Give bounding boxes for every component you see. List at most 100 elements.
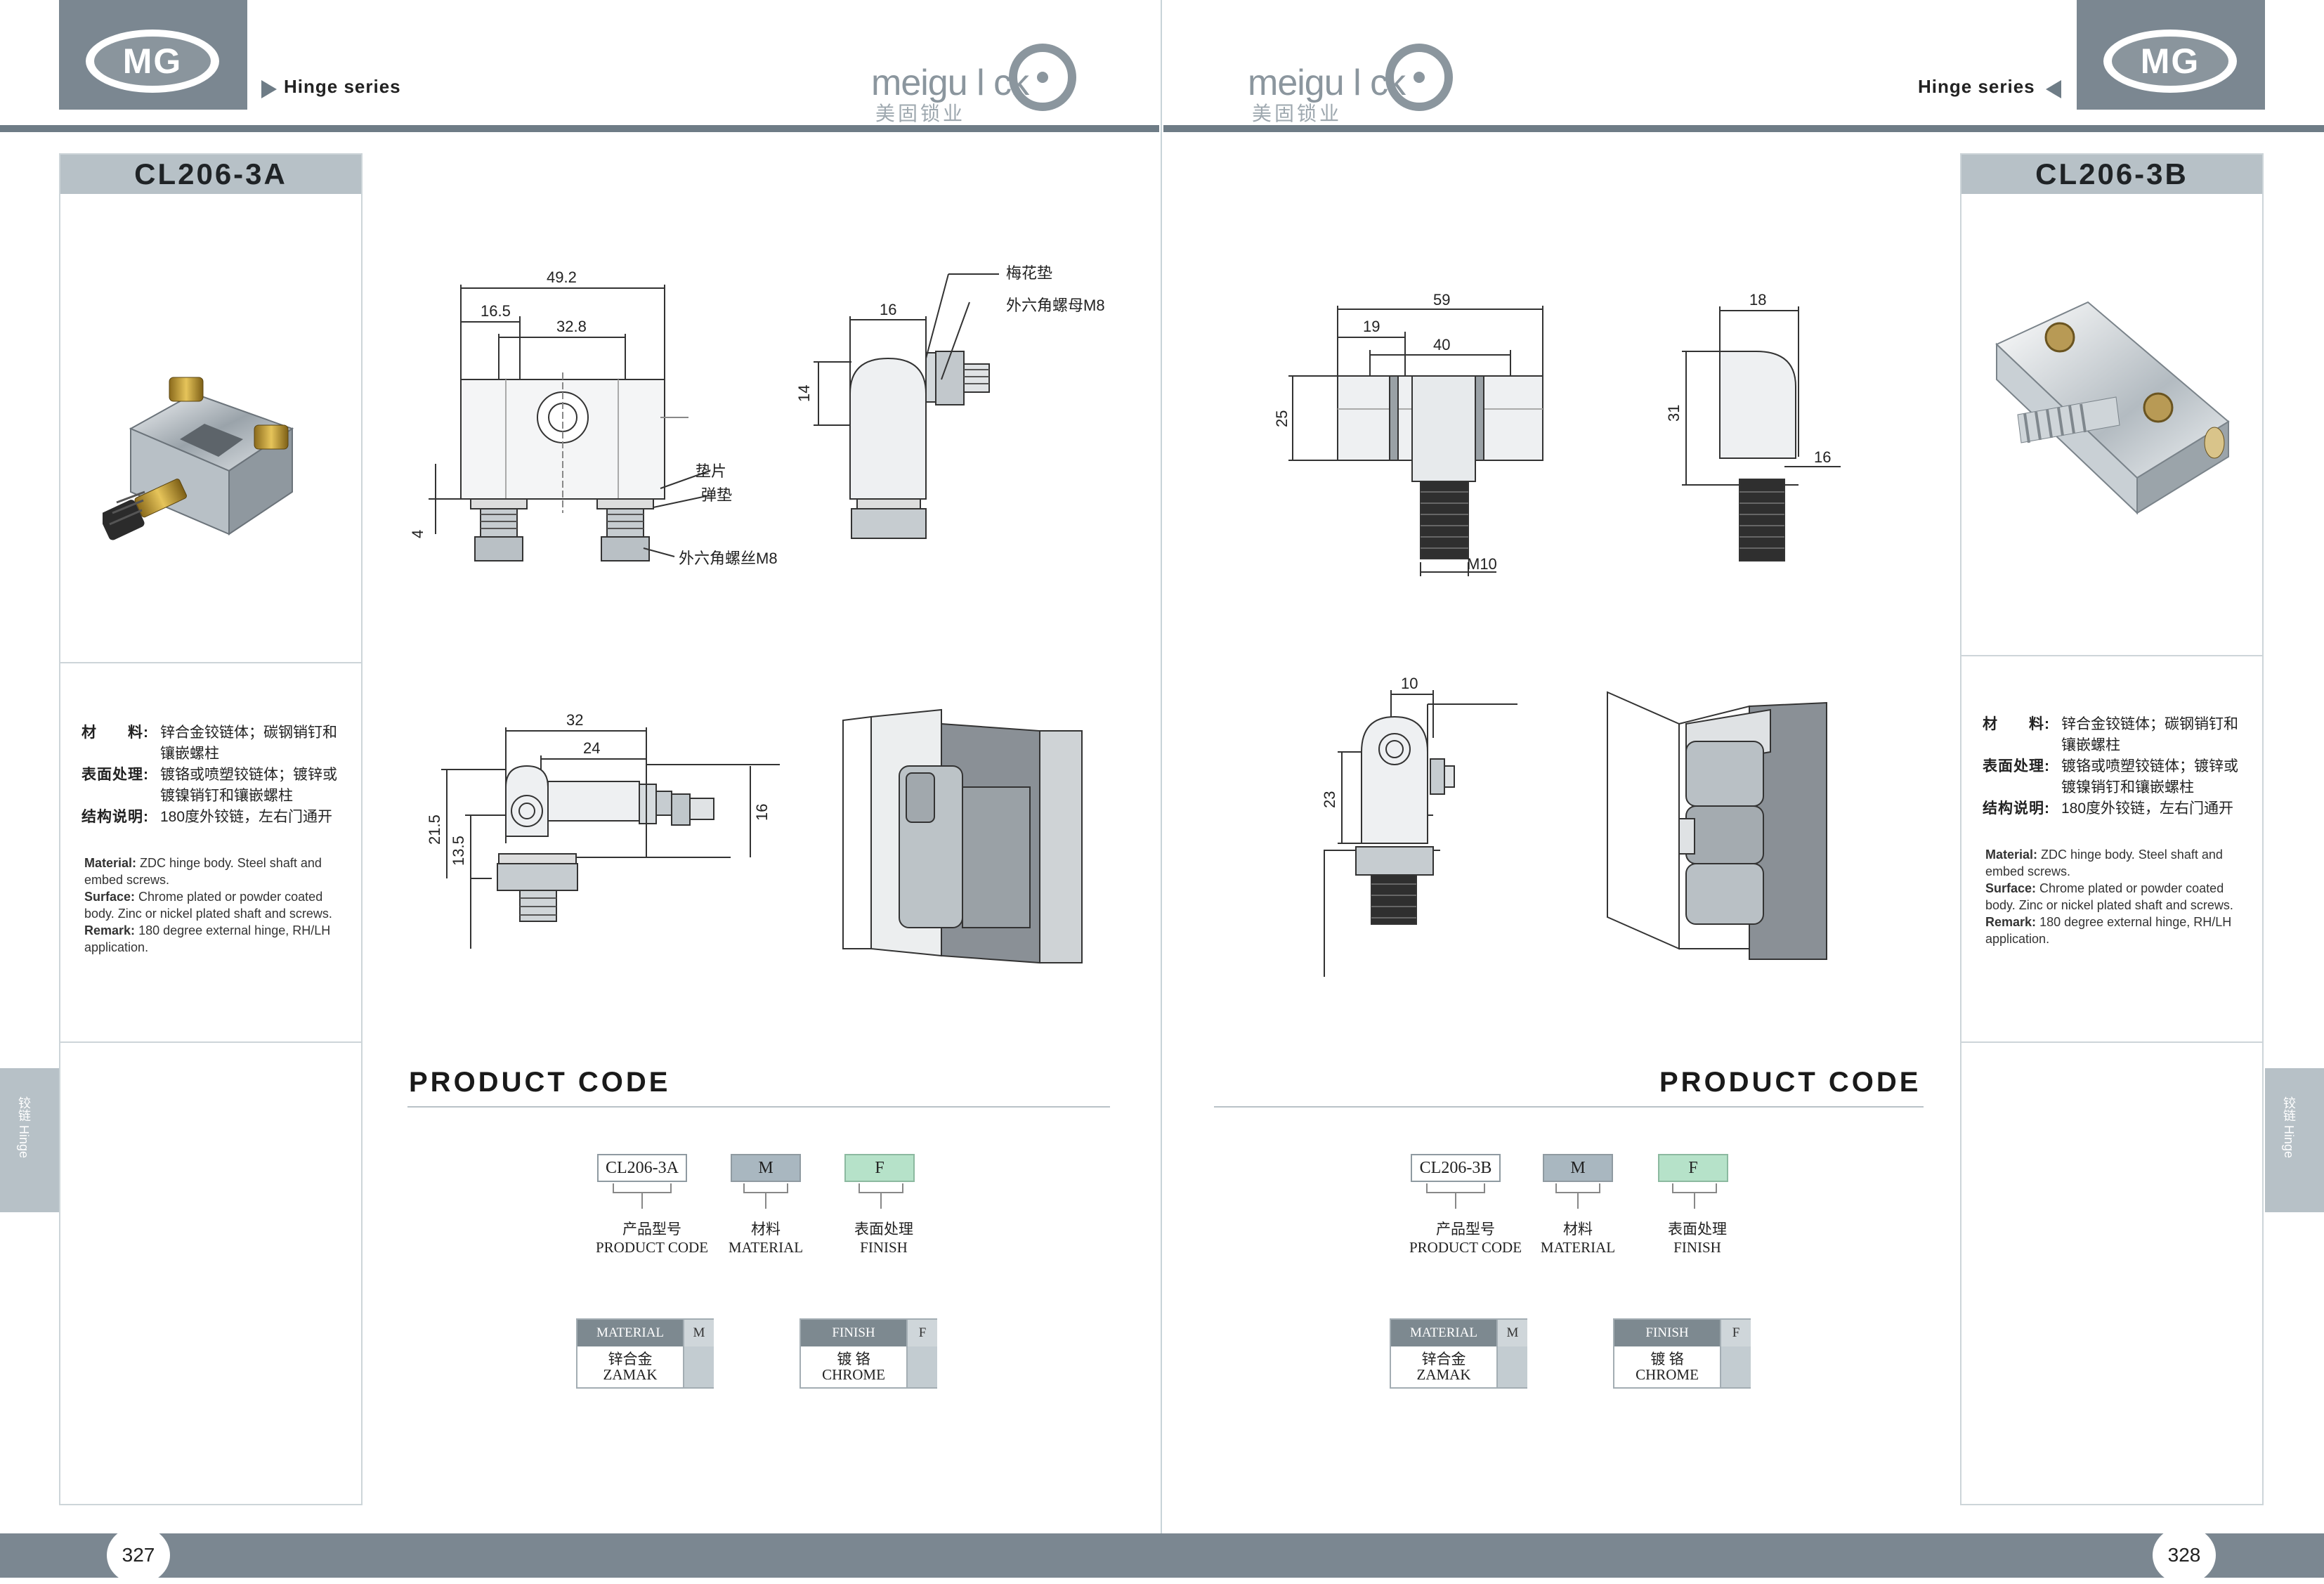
dim-16-bottom: 16 [753, 804, 771, 821]
dim-24: 24 [583, 739, 600, 757]
left-side-tab[interactable]: 铰链 Hinge [0, 1068, 59, 1212]
brand-ring-icon [1009, 44, 1076, 111]
brand-cn: 美固锁业 [875, 103, 966, 124]
callout-spring: 弹垫 [701, 486, 732, 504]
callout-star: 梅花垫 [1006, 264, 1052, 282]
series-arrow-left-icon [2046, 80, 2061, 98]
right-info-panel: CL206-3B 材 料:锌合金铰链体；碳钢销钉和镶嵌螺柱 表面处理:镀铬或喷塑… [1960, 153, 2264, 1505]
dim-13-5: 13.5 [450, 836, 467, 866]
left-header-rule [0, 125, 1159, 132]
table-header: FINISH [1614, 1320, 1720, 1346]
right-product-code-rule [1214, 1106, 1924, 1108]
table-header: MATERIAL [1391, 1320, 1496, 1346]
dim-59: 59 [1433, 291, 1450, 309]
left-model-title: CL206-3A [60, 155, 361, 194]
dim-16-b: 16 [1814, 448, 1831, 466]
right-brand-logo: meigu l ck 美固锁业 [1241, 35, 1465, 124]
right-product-code-title: PRODUCT CODE [1659, 1067, 1921, 1098]
left-brand-logo: meigu l ck 美固锁业 [864, 35, 1089, 124]
dim-m10: M10 [1467, 555, 1497, 573]
left-product-code-title: PRODUCT CODE [409, 1067, 671, 1098]
dim-23: 23 [1321, 791, 1338, 808]
left-code-box-model: CL206-3A [597, 1154, 687, 1182]
side-view-b [1682, 306, 1841, 561]
front-view [429, 285, 710, 561]
left-technical-drawings: 49.2 16.5 32.8 4 垫片 弹垫 外六角螺丝M8 16 14 梅花垫… [409, 264, 1105, 964]
right-model-title: CL206-3B [1961, 155, 2262, 194]
brand-ring-icon [1385, 44, 1453, 111]
right-code-box-m: M [1543, 1154, 1613, 1182]
series-arrow-right-icon [261, 80, 277, 98]
left-info-panel: CL206-3A 材 料:锌合金铰链体；碳钢销钉和镶嵌螺柱 表面处理:镀铬或喷塑… [59, 153, 363, 1505]
left-code-box-m: M [731, 1154, 801, 1182]
right-hinge-photo [1995, 301, 2230, 515]
callout-bolt: 外六角螺丝M8 [679, 550, 778, 567]
right-side-tab[interactable]: 铰链 Hinge [2265, 1068, 2324, 1212]
side-tab-label: 铰链 Hinge [17, 1096, 31, 1159]
right-mg-logo: MG [2077, 0, 2265, 110]
logo-oval: MG [86, 30, 219, 93]
dim-18: 18 [1749, 291, 1766, 309]
left-page-number: 327 [107, 1526, 170, 1584]
dim-31: 31 [1665, 405, 1683, 422]
dim-32-8: 32.8 [556, 318, 587, 335]
dim-25: 25 [1273, 410, 1291, 427]
dim-10: 10 [1401, 675, 1418, 692]
brand-word: meigu l ck [871, 63, 1029, 103]
dim-16-side: 16 [880, 301, 896, 318]
right-page-number: 328 [2153, 1526, 2216, 1584]
dim-19: 19 [1363, 318, 1380, 335]
spread-divider [1161, 0, 1162, 1578]
callout-pad: 垫片 [696, 462, 726, 480]
right-code-box-f: F [1658, 1154, 1728, 1182]
right-technical-drawings: 59 19 40 25 M10 18 31 16 10 23 [1273, 291, 1841, 977]
left-code-box-f: F [844, 1154, 915, 1182]
right-header-rule [1163, 125, 2324, 132]
left-spec-cn: 材 料:锌合金铰链体；碳钢销钉和镶嵌螺柱 表面处理:镀铬或喷塑铰链体；镀锌或镀镍… [81, 725, 337, 825]
table-key: F [1720, 1320, 1751, 1346]
table-key: M [1496, 1320, 1527, 1346]
brand-cn: 美固锁业 [1252, 103, 1343, 124]
table-key: F [906, 1320, 937, 1346]
logo-text: MG [2140, 41, 2200, 81]
dim-4: 4 [409, 530, 426, 538]
side-view [814, 273, 999, 539]
footer-band [0, 1533, 2324, 1578]
dim-21-5: 21.5 [426, 814, 443, 845]
side-tab-label: 铰链 Hinge [2282, 1096, 2296, 1159]
left-product-code-rule [407, 1106, 1110, 1108]
brand-word: meigu l ck [1248, 63, 1406, 103]
dim-32: 32 [566, 711, 583, 729]
right-series-label: Hinge series [1918, 76, 2035, 97]
left-mg-logo: MG [59, 0, 247, 110]
mounted-view [441, 727, 780, 949]
mounted-view-b [1324, 690, 1517, 977]
dim-49-2: 49.2 [547, 268, 577, 286]
logo-oval: MG [2103, 30, 2237, 93]
table-key: M [683, 1320, 714, 1346]
logo-text: MG [122, 41, 183, 81]
dim-14: 14 [795, 385, 813, 402]
callout-nut: 外六角螺母M8 [1006, 297, 1105, 314]
dim-16-5: 16.5 [481, 302, 511, 320]
dim-40: 40 [1433, 336, 1450, 353]
front-view-b [1288, 306, 1543, 576]
right-spec-cn: 材 料:锌合金铰链体；碳钢销钉和镶嵌螺柱 表面处理:镀铬或喷塑铰链体；镀锌或镀镍… [1983, 716, 2238, 817]
table-header: FINISH [801, 1320, 906, 1346]
left-spec-en: Material: ZDC hinge body. Steel shaft an… [84, 856, 332, 954]
hinge-3d-render [842, 708, 1083, 964]
